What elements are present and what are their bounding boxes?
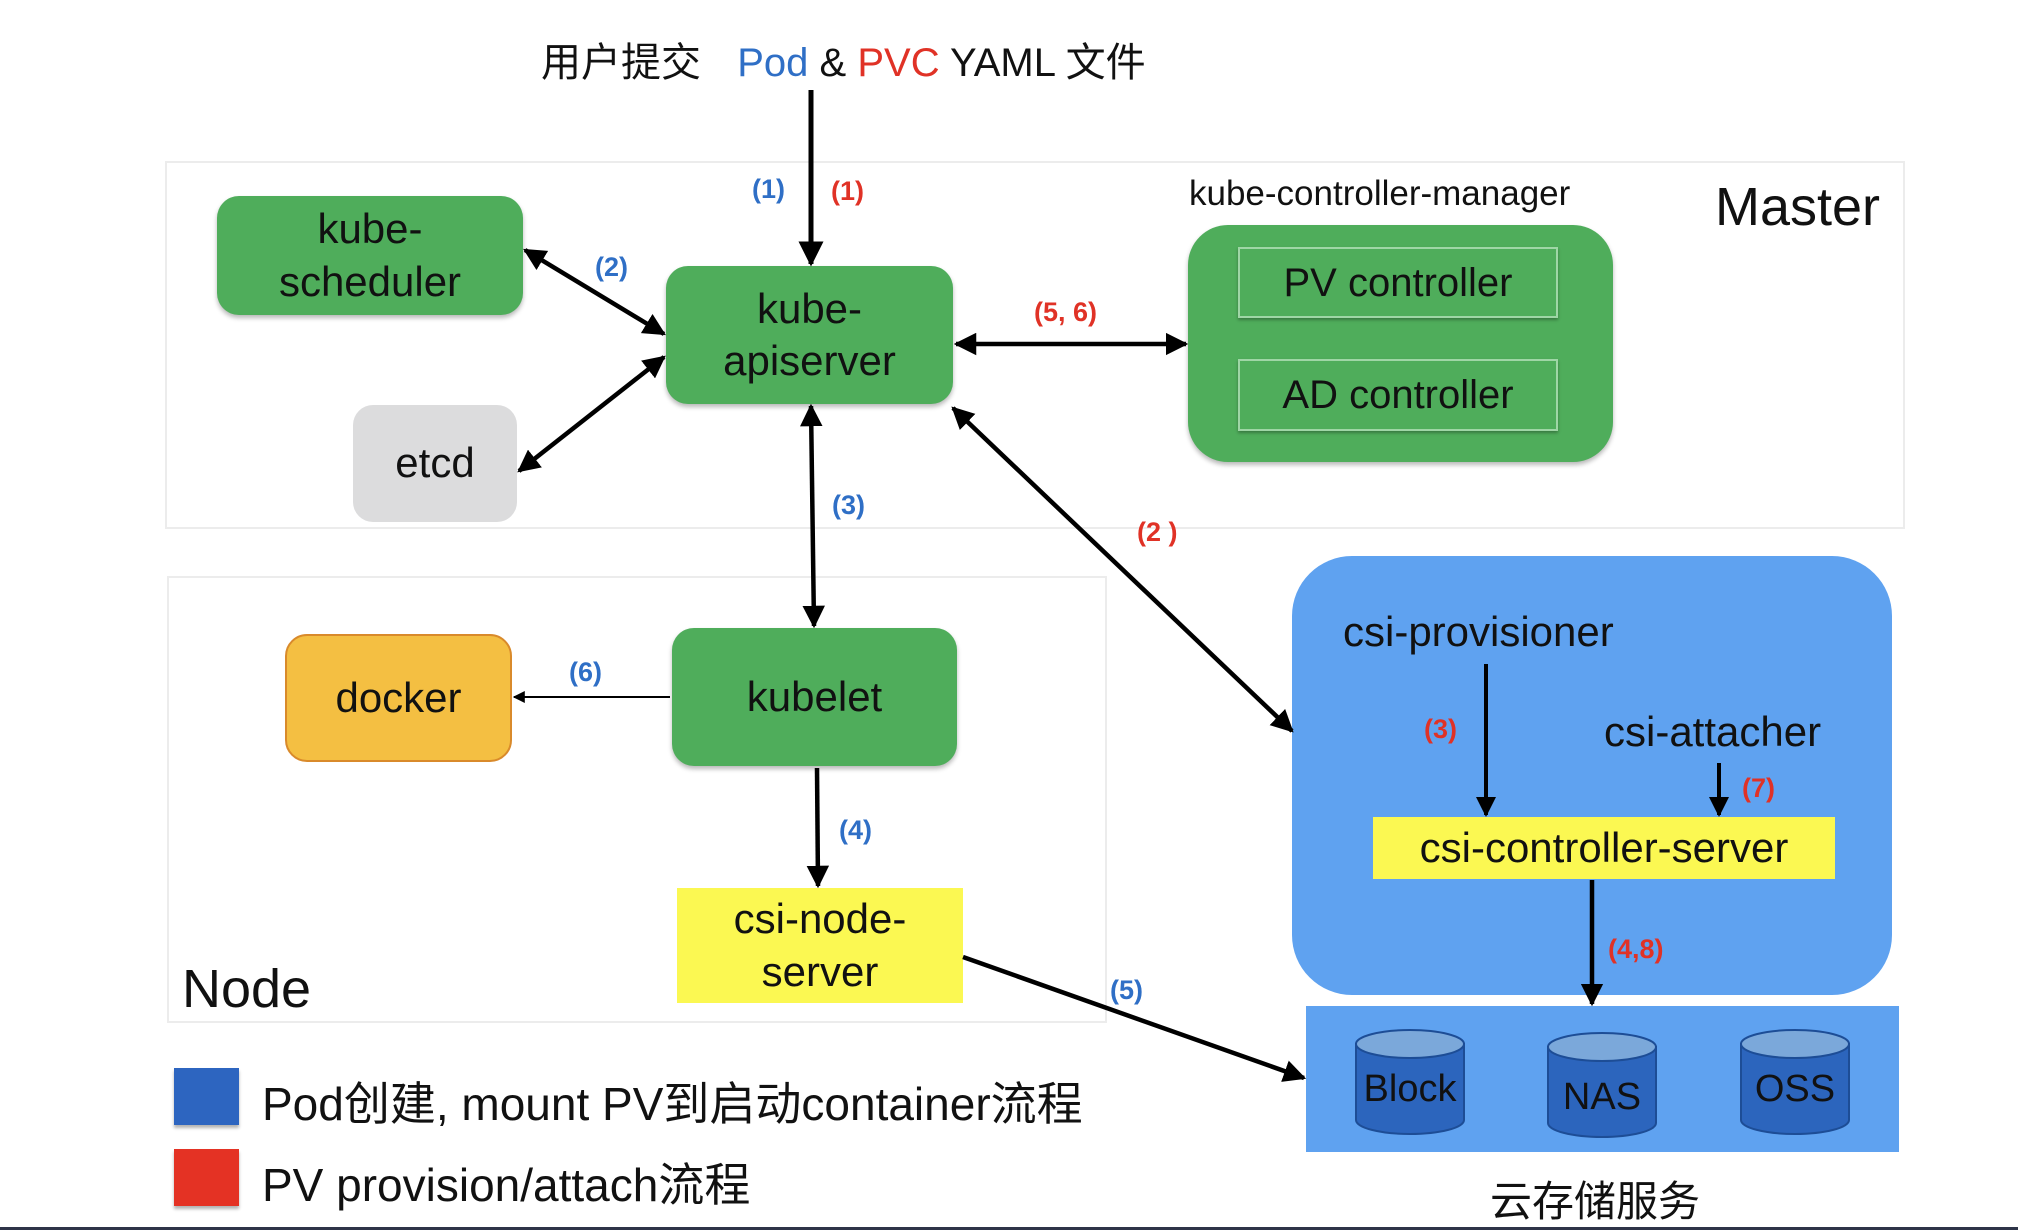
storage-item-oss[interactable]: OSS: [1754, 1068, 1836, 1110]
bottom-edge-bar: [0, 1227, 2018, 1230]
ad-controller-label: AD controller: [1282, 373, 1514, 417]
docker-label: docker: [335, 673, 462, 721]
ad-controller-box[interactable]: AD controller: [1238, 359, 1558, 431]
pv-controller-box[interactable]: PV controller: [1238, 247, 1558, 318]
kube-apiserver-box[interactable]: kube- apiserver: [666, 266, 953, 404]
csi-node-server-box[interactable]: csi-node- server: [677, 888, 963, 1003]
step-blue-5: (5): [1110, 975, 1143, 1005]
step-blue-2: (2): [595, 252, 628, 282]
master-label: Master: [1715, 177, 1881, 237]
step-red-5-6: (5, 6): [1034, 297, 1098, 327]
etcd-label: etcd: [395, 439, 475, 487]
etcd-box[interactable]: etcd: [353, 405, 517, 522]
node-label: Node: [182, 959, 312, 1019]
kubelet-label: kubelet: [746, 672, 883, 720]
step-red-7: (7): [1742, 773, 1775, 803]
title-pod: Pod: [737, 41, 809, 85]
step-red-3: (3): [1424, 714, 1457, 744]
csi-node-server-line2: server: [761, 947, 879, 995]
step-blue-4: (4): [839, 815, 872, 845]
step-red-4-8: (4,8): [1608, 934, 1664, 964]
title-prefix: 用户提交: [541, 41, 701, 85]
kube-scheduler-line2: scheduler: [278, 257, 462, 305]
csi-controller-server-box[interactable]: csi-controller-server: [1373, 817, 1835, 879]
step-blue-1: (1): [752, 174, 785, 204]
kube-scheduler-box[interactable]: kube- scheduler: [217, 196, 523, 315]
kube-scheduler-line1: kube-: [317, 205, 423, 252]
csi-attacher-label[interactable]: csi-attacher: [1604, 708, 1822, 755]
step-blue-3: (3): [832, 490, 865, 520]
csi-provisioner-label[interactable]: csi-provisioner: [1343, 608, 1614, 655]
step-blue-6: (6): [569, 657, 602, 687]
csi-node-server-line1: csi-node-: [733, 895, 907, 942]
title-pvc: PVC: [857, 41, 940, 85]
csi-controller-server-label: csi-controller-server: [1419, 823, 1789, 871]
title-suffix: YAML 文件: [950, 41, 1146, 85]
kube-apiserver-line2: apiserver: [723, 337, 896, 384]
legend-label-red: PV provision/attach流程: [262, 1159, 751, 1211]
storage-item-block[interactable]: Block: [1363, 1068, 1457, 1110]
step-red-1: (1): [831, 176, 864, 206]
cloud-storage-caption: 云存储服务: [1490, 1178, 1701, 1225]
pv-controller-label: PV controller: [1283, 260, 1513, 305]
kube-apiserver-line1: kube-: [756, 284, 863, 332]
storage-item-nas[interactable]: NAS: [1562, 1076, 1642, 1118]
kubelet-box[interactable]: kubelet: [672, 628, 957, 766]
legend-label-blue: Pod创建, mount PV到启动container流程: [262, 1078, 1083, 1130]
kube-controller-manager-label: kube-controller-manager: [1189, 174, 1571, 213]
step-red-2: (2 ): [1137, 517, 1178, 547]
legend-swatch-red: [174, 1149, 239, 1206]
legend-swatch-blue: [174, 1068, 239, 1125]
docker-box[interactable]: docker: [285, 634, 512, 762]
diagram-title: 用户提交 Pod & PVC YAML 文件: [541, 30, 1146, 88]
title-amp: &: [819, 41, 847, 85]
